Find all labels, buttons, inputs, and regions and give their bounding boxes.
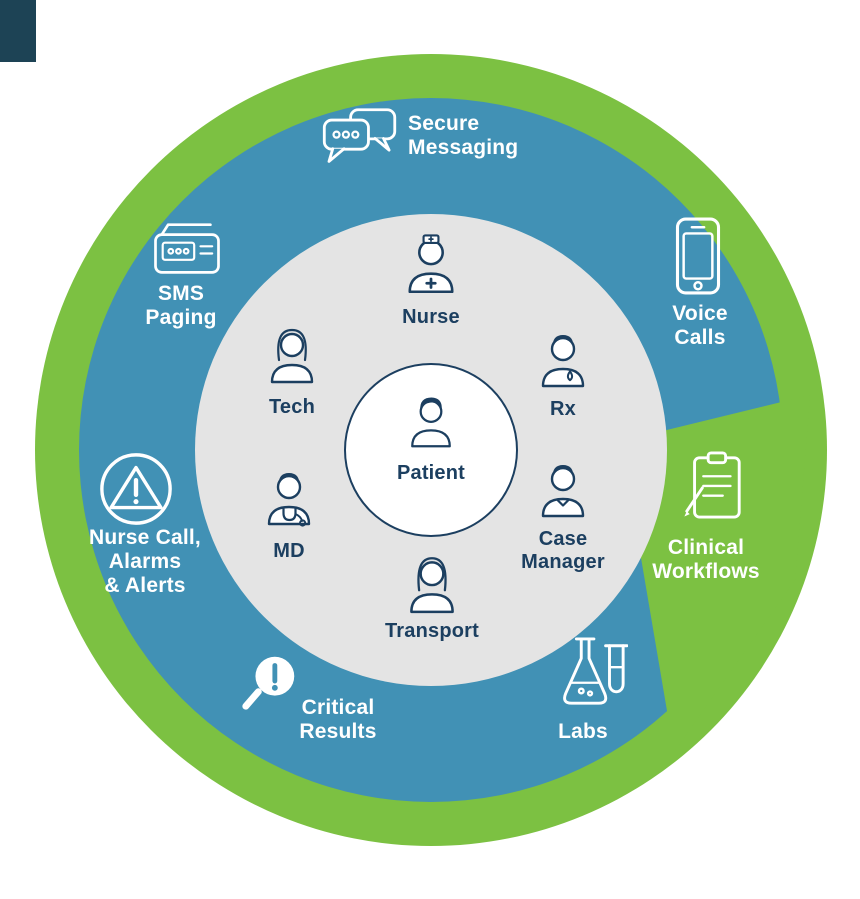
corner-artifact-block	[0, 0, 36, 62]
smartphone-icon	[674, 216, 722, 296]
clinical-workflows-label: Clinical Workflows	[652, 536, 760, 583]
green-arrow-wedge	[626, 395, 810, 752]
voice-calls-label: Voice Calls	[672, 302, 728, 349]
patient-label: Patient	[396, 462, 466, 484]
nurse-avatar-icon	[397, 228, 465, 296]
tech-label: Tech	[269, 396, 315, 418]
nurse-call-alarms-label: Nurse Call, Alarms & Alerts	[89, 526, 201, 597]
alarm-triangle-icon	[97, 450, 175, 528]
lab-flasks-icon	[554, 634, 628, 712]
patient-avatar-icon	[401, 390, 461, 450]
magnifier-alert-icon	[238, 650, 302, 714]
md-avatar-icon	[257, 464, 321, 528]
critical-results-label: Critical Results	[299, 696, 377, 743]
nurse-label: Nurse	[402, 306, 460, 328]
clipboard-pencil-icon	[680, 450, 746, 520]
rx-label: Rx	[550, 398, 576, 420]
transport-label: Transport	[384, 620, 480, 642]
tech-avatar-icon	[260, 322, 324, 386]
case-manager-avatar-icon	[531, 456, 595, 520]
labs-label: Labs	[558, 720, 608, 743]
sms-paging-label: SMS Paging	[145, 282, 217, 329]
secure-messaging-label: Secure Messaging	[408, 112, 519, 159]
pager-icon	[152, 222, 222, 276]
chat-bubbles-icon	[320, 106, 400, 168]
patient-disc	[344, 363, 518, 537]
md-label: MD	[273, 540, 305, 562]
case-manager-label: Case Manager	[521, 528, 605, 573]
pharmacist-avatar-icon	[531, 326, 595, 390]
transport-avatar-icon	[399, 550, 465, 616]
